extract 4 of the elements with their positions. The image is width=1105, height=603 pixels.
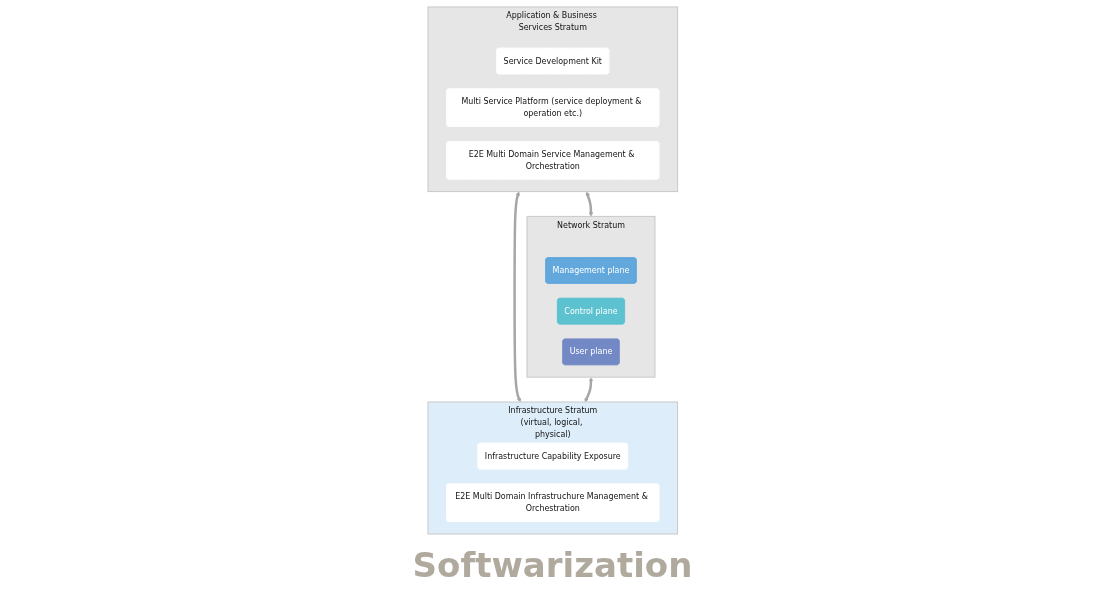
arrow <box>513 191 521 402</box>
arrow <box>585 191 593 217</box>
arrow <box>584 376 593 402</box>
section-label: Softwarization <box>412 545 693 585</box>
